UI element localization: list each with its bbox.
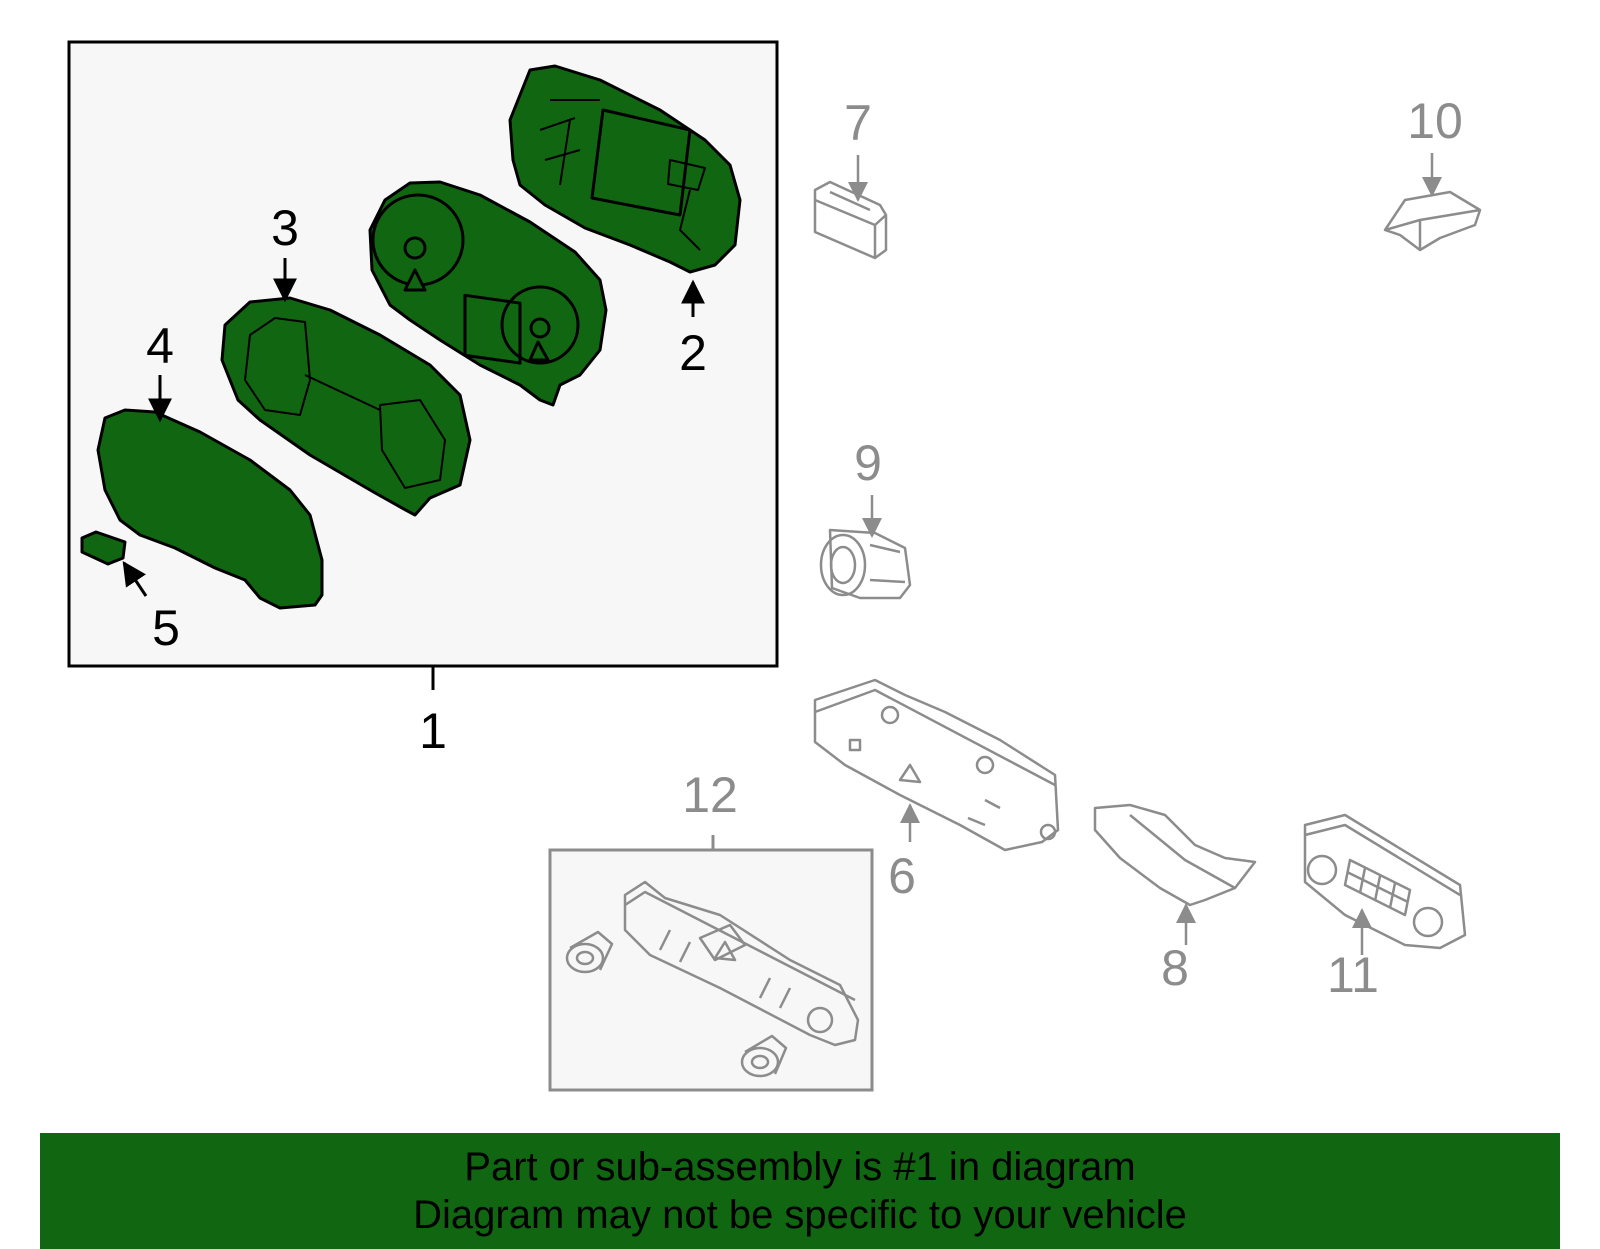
callout-4: 4	[146, 318, 174, 374]
callout-1: 1	[419, 703, 447, 759]
callout-11: 11	[1327, 947, 1379, 1003]
part-6-switch-panel	[813, 678, 1060, 852]
leader-5	[122, 561, 148, 597]
callout-3: 3	[271, 200, 299, 256]
part-12-control-panel	[565, 880, 860, 1078]
callout-10: 10	[1407, 93, 1463, 149]
callout-2: 2	[679, 325, 707, 381]
part-8-bracket	[1093, 803, 1257, 907]
part-11-climate-control	[1303, 813, 1467, 950]
callout-9: 9	[854, 435, 882, 491]
callout-8: 8	[1161, 940, 1189, 996]
part-9-knob	[819, 528, 912, 600]
callout-6: 6	[888, 848, 916, 904]
part-gauge-face	[368, 180, 608, 407]
callout-7: 7	[844, 95, 872, 151]
banner-line-1: Part or sub-assembly is #1 in diagram	[464, 1145, 1136, 1189]
assembly-12-panel	[548, 848, 874, 1092]
callout-5: 5	[152, 600, 180, 656]
part-2-rear-housing	[508, 64, 742, 274]
part-3-bezel	[220, 296, 472, 517]
part-4-lens	[96, 408, 324, 610]
banner-line-2: Diagram may not be specific to your vehi…	[413, 1193, 1187, 1237]
part-10-cap	[1383, 190, 1482, 252]
callout-12: 12	[682, 767, 738, 823]
part-7-switch	[813, 180, 888, 260]
info-banner: Part or sub-assembly is #1 in diagram Di…	[40, 1133, 1560, 1249]
part-5-clip	[80, 530, 127, 566]
